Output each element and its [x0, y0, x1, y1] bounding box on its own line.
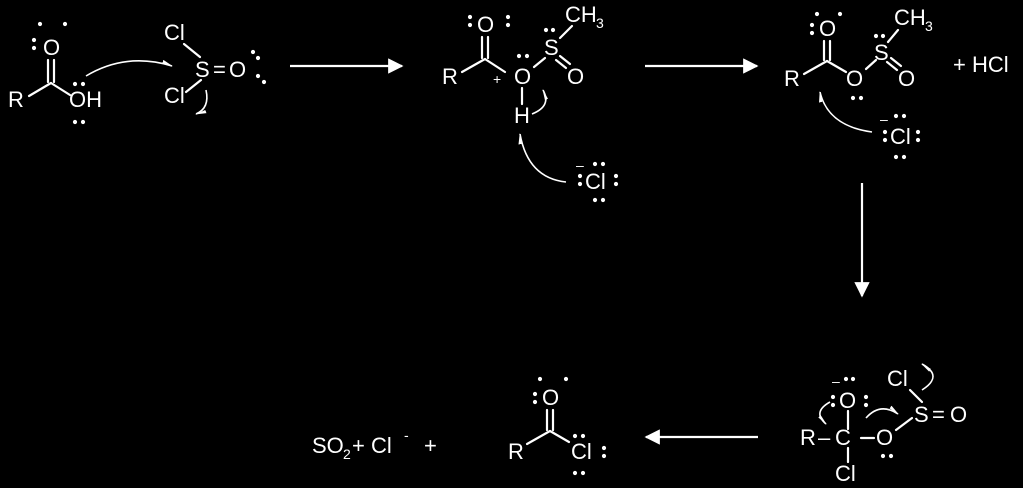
chlorosulfite-intermediate: O R O S CH 3 O + HCl — [784, 5, 1009, 101]
product-r-group: R — [508, 439, 524, 464]
attack-arrow-oh-to-s — [85, 59, 174, 77]
int2-sulfur: S — [874, 40, 889, 65]
socl2-oxygen: O — [229, 57, 246, 82]
socl2-chlorine-top: Cl — [164, 20, 185, 45]
socl2-double-bond: = — [213, 57, 226, 82]
int1-sulfur: S — [544, 35, 559, 60]
chloride-ion-2: – Cl — [880, 111, 921, 160]
int1-methyl-subscript: 3 — [596, 15, 604, 31]
int1-sulfinyl-oxygen: O — [567, 64, 584, 89]
int1-methyl-ch: CH — [565, 2, 597, 27]
acid-carbonyl-oxygen: O — [43, 35, 60, 60]
int1-plus-charge: + — [493, 71, 501, 87]
s-cl-cleavage-arrow — [921, 363, 934, 391]
chloride-1-minus: – — [576, 157, 584, 173]
socl2-chlorine-bottom: Cl — [164, 83, 185, 108]
chloride-attack-arrow-1 — [518, 132, 567, 183]
tet-ester-oxygen: O — [876, 425, 893, 450]
product-carbonyl-oxygen: O — [542, 385, 559, 410]
reform-carbonyl-arrow — [818, 401, 831, 425]
co-bond-break-arrow — [865, 405, 899, 419]
tet-sulfinyl-oxygen: O — [950, 402, 967, 427]
byproducts: SO 2 + Cl - + — [312, 427, 437, 462]
int1-proton: H — [514, 103, 530, 128]
chloride-byproduct-charge: - — [404, 427, 409, 443]
protonated-intermediate: O R + O S CH 3 O H — [442, 2, 604, 128]
int1-oxonium-oxygen: O — [514, 64, 531, 89]
carboxylic-acid: O R OH — [8, 21, 102, 125]
chloride-ion-1: – Cl — [576, 157, 619, 203]
tet-r-group: R — [800, 425, 816, 450]
tet-sulfur: S — [914, 402, 929, 427]
chloride-1-symbol: Cl — [585, 169, 606, 194]
acid-hydroxyl: OH — [69, 87, 102, 112]
int2-ester-oxygen: O — [846, 66, 863, 91]
int2-sulfinyl-oxygen: O — [898, 66, 915, 91]
tet-chlorine-bottom: Cl — [835, 461, 856, 486]
tet-minus-charge: – — [832, 373, 840, 389]
tet-central-carbon: C — [835, 425, 851, 450]
chloride-byproduct: + Cl — [352, 433, 392, 458]
product-chlorine: Cl — [571, 439, 592, 464]
tet-r-bond: – — [818, 425, 831, 450]
int2-r-group: R — [784, 66, 800, 91]
int2-methyl-subscript: 3 — [925, 18, 933, 34]
sulfur-dioxide-subscript: 2 — [343, 446, 351, 462]
byproducts-plus: + — [424, 433, 437, 458]
chloride-2-minus: – — [880, 111, 888, 127]
chloride-2-symbol: Cl — [890, 124, 911, 149]
hcl-byproduct: + HCl — [953, 52, 1009, 77]
tet-chlorine-top: Cl — [887, 366, 908, 391]
int2-carbonyl-oxygen: O — [819, 16, 836, 41]
tet-oxide-oxygen: O — [839, 388, 856, 413]
leaving-arrow-cl — [194, 89, 208, 115]
socl2-sulfur: S — [195, 57, 210, 82]
proton-to-oxygen-arrow — [531, 89, 548, 115]
acid-r-group: R — [8, 87, 24, 112]
chloride-attack-arrow-2 — [819, 90, 873, 133]
tetrahedral-intermediate: – O R – C O Cl Cl S = O — [800, 366, 967, 486]
sulfur-dioxide: SO — [312, 433, 344, 458]
int1-carbonyl-oxygen: O — [477, 12, 494, 37]
tet-double-bond: = — [932, 402, 945, 427]
int2-methyl-ch: CH — [894, 5, 926, 30]
int1-r-group: R — [442, 64, 458, 89]
thionyl-chloride: Cl S = O Cl — [164, 20, 267, 108]
acyl-chloride-product: O R Cl — [508, 376, 607, 476]
